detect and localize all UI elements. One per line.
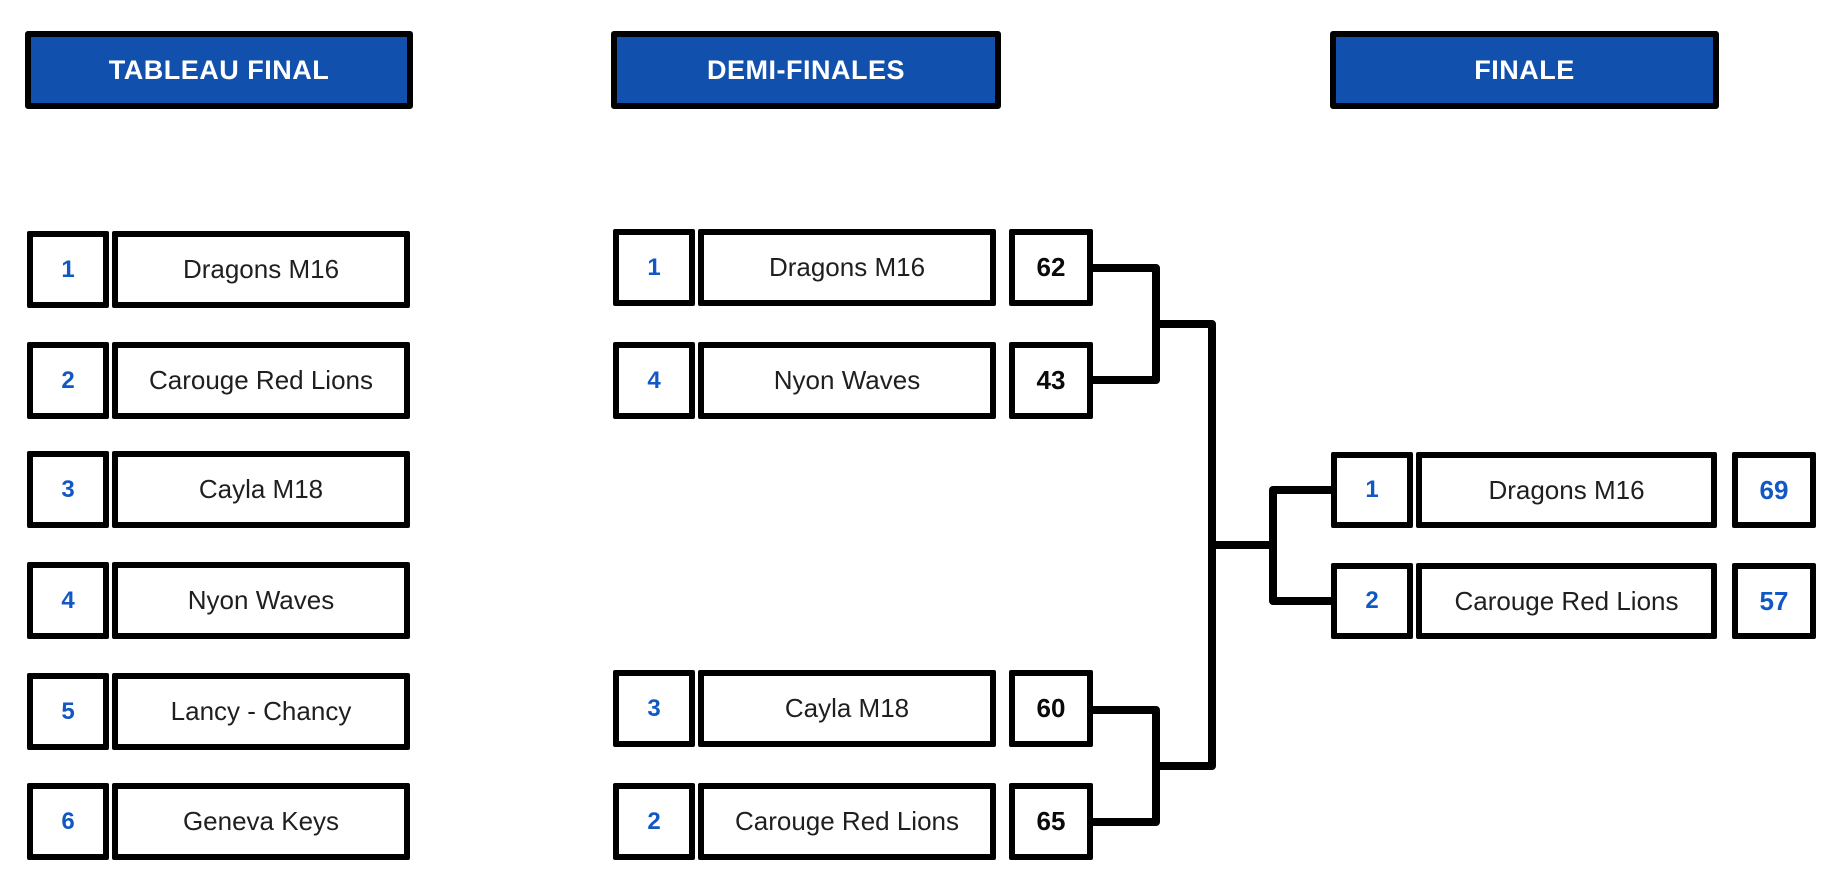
team-cell: Dragons M16	[698, 229, 996, 306]
semifinal2-connector	[1090, 706, 1160, 826]
semifinal1-row-bottom: 4 Nyon Waves	[613, 342, 996, 419]
seed-number: 4	[647, 366, 661, 394]
team-name: Carouge Red Lions	[1454, 585, 1679, 616]
score-value: 43	[1036, 365, 1066, 395]
score-value: 62	[1036, 252, 1066, 282]
header-tableau-final: TABLEAU FINAL	[25, 31, 413, 109]
team-cell: Carouge Red Lions	[112, 342, 410, 419]
semifinal1-connector	[1090, 264, 1160, 384]
team-name: Dragons M16	[1488, 474, 1645, 505]
seed-number: 5	[61, 697, 75, 725]
team-name: Nyon Waves	[187, 585, 335, 615]
team-cell: Carouge Red Lions	[698, 783, 996, 860]
final-row-top: 1 Dragons M16	[1331, 452, 1717, 528]
team-name: Lancy - Chancy	[170, 696, 352, 726]
seed-number: 6	[61, 807, 75, 835]
team-cell: Dragons M16	[1416, 452, 1717, 528]
seed-cell: 1	[613, 229, 695, 306]
semifinal2-row-top: 3 Cayla M18	[613, 670, 996, 747]
semifinal1-score-top: 62	[1009, 229, 1093, 306]
seed-number: 1	[61, 255, 75, 283]
tableau-row-2: 2 Carouge Red Lions	[27, 342, 410, 419]
team-name: Geneva Keys	[182, 806, 340, 836]
seed-cell: 3	[613, 670, 695, 747]
header-demi-finales-label: DEMI-FINALES	[707, 54, 905, 85]
seed-cell: 4	[27, 562, 109, 639]
team-cell: Nyon Waves	[112, 562, 410, 639]
score-value: 57	[1759, 585, 1789, 616]
team-name: Cayla M18	[784, 693, 910, 723]
seed-cell: 3	[27, 451, 109, 528]
team-cell: Lancy - Chancy	[112, 673, 410, 750]
seed-cell: 2	[27, 342, 109, 419]
semifinal1-row-top: 1 Dragons M16	[613, 229, 996, 306]
score-value: 69	[1759, 474, 1789, 505]
tableau-row-5: 5 Lancy - Chancy	[27, 673, 410, 750]
seed-number: 1	[1365, 476, 1379, 503]
seed-cell: 5	[27, 673, 109, 750]
seed-number: 1	[647, 253, 661, 281]
score-value: 60	[1036, 693, 1066, 723]
tableau-row-3: 3 Cayla M18	[27, 451, 410, 528]
semifinal1-score-bottom: 43	[1009, 342, 1093, 419]
final-score-top: 69	[1732, 452, 1816, 528]
header-finale-label: FINALE	[1474, 54, 1575, 85]
seed-cell: 1	[27, 231, 109, 308]
team-cell: Dragons M16	[112, 231, 410, 308]
final-score-bottom: 57	[1732, 563, 1816, 639]
header-tableau-final-label: TABLEAU FINAL	[108, 54, 330, 85]
seed-cell: 1	[1331, 452, 1413, 528]
final-connector	[1269, 486, 1331, 605]
team-cell: Cayla M18	[698, 670, 996, 747]
semifinal2-score-top: 60	[1009, 670, 1093, 747]
team-name: Dragons M16	[182, 254, 340, 284]
seed-cell: 2	[613, 783, 695, 860]
final-row-bottom: 2 Carouge Red Lions	[1331, 563, 1717, 639]
seed-number: 4	[61, 586, 75, 614]
tableau-row-1: 1 Dragons M16	[27, 231, 410, 308]
seed-cell: 2	[1331, 563, 1413, 639]
header-finale: FINALE	[1330, 31, 1719, 109]
header-demi-finales: DEMI-FINALES	[611, 31, 1001, 109]
team-cell: Geneva Keys	[112, 783, 410, 860]
team-cell: Cayla M18	[112, 451, 410, 528]
seed-cell: 4	[613, 342, 695, 419]
seed-cell: 6	[27, 783, 109, 860]
seed-number: 2	[61, 366, 75, 394]
team-cell: Carouge Red Lions	[1416, 563, 1717, 639]
seed-number: 2	[1365, 587, 1379, 614]
score-value: 65	[1036, 806, 1066, 836]
team-cell: Nyon Waves	[698, 342, 996, 419]
semifinal2-row-bottom: 2 Carouge Red Lions	[613, 783, 996, 860]
tableau-row-6: 6 Geneva Keys	[27, 783, 410, 860]
seed-number: 3	[61, 475, 75, 503]
team-name: Dragons M16	[768, 252, 926, 282]
team-name: Nyon Waves	[773, 365, 921, 395]
seed-number: 2	[647, 807, 661, 835]
seed-number: 3	[647, 694, 661, 722]
team-name: Carouge Red Lions	[148, 365, 374, 395]
semifinals-spine-connector	[1156, 320, 1216, 770]
semifinal2-score-bottom: 65	[1009, 783, 1093, 860]
team-name: Cayla M18	[198, 474, 324, 504]
team-name: Carouge Red Lions	[734, 806, 960, 836]
tableau-row-4: 4 Nyon Waves	[27, 562, 410, 639]
